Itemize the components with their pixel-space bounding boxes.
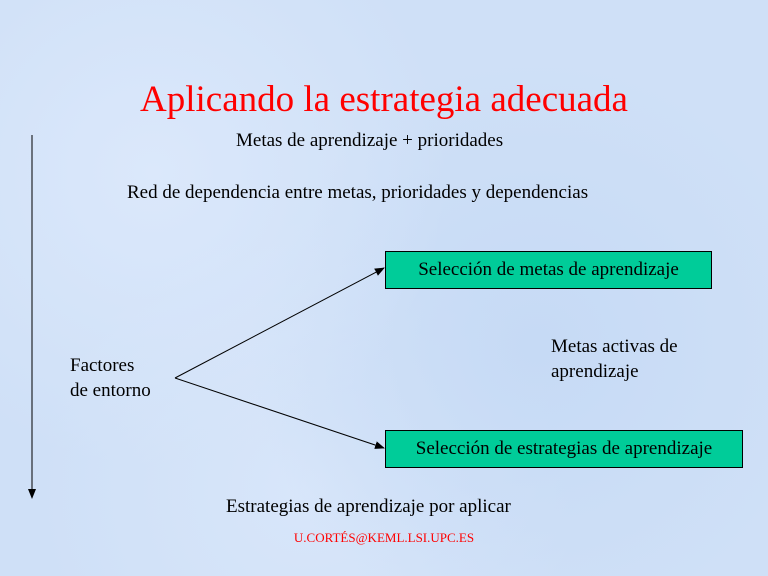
arrow-to-strategies: [174, 377, 385, 449]
footer-email: U.CORTÉS@KEML.LSI.UPC.ES: [293, 530, 475, 545]
arrow-to-goals: [174, 267, 385, 379]
strategies-box: Selección de estrategias de aprendizaje: [385, 430, 743, 468]
slide-title: Aplicando la estrategia adecuada: [140, 79, 628, 120]
bottom-text: Estrategias de aprendizaje por aplicar: [226, 496, 511, 517]
goals-box: Selección de metas de aprendizaje: [385, 251, 712, 289]
factors-line2: de entorno: [70, 380, 151, 401]
network-text: Red de dependencia entre metas, priorida…: [127, 182, 589, 203]
factors-line1: Factores: [70, 355, 135, 376]
active-line2: aprendizaje: [551, 361, 639, 382]
subtitle: Metas de aprendizaje + prioridades: [236, 130, 504, 151]
active-line1: Metas activas de: [551, 336, 678, 357]
